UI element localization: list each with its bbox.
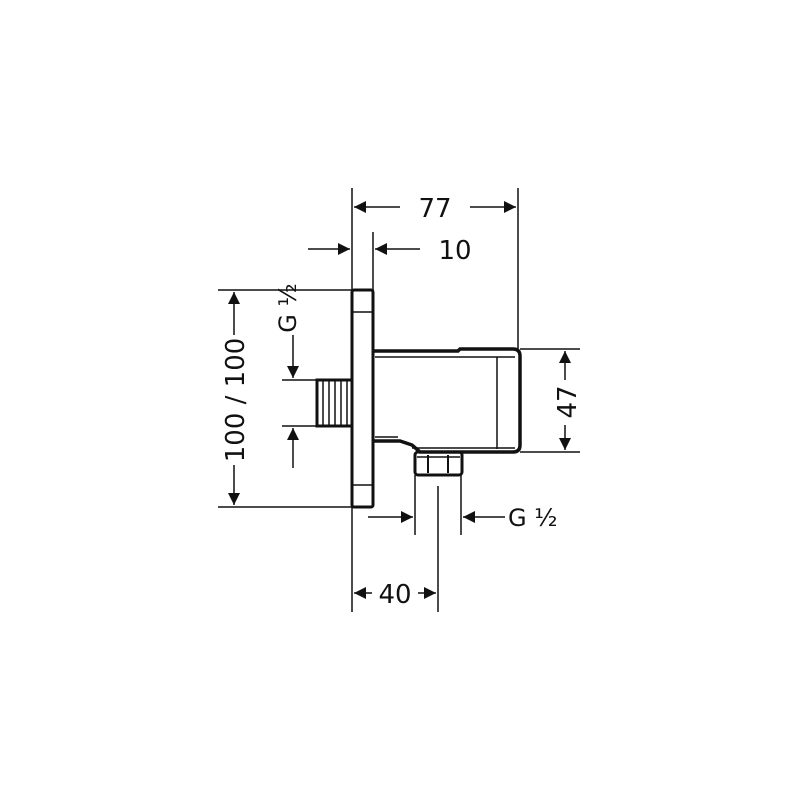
dimension-label-40: 40 xyxy=(378,580,411,610)
dimension-label-10: 10 xyxy=(438,236,471,266)
dimension-label-outlet-thread: G ½ xyxy=(508,504,558,532)
outlet-nut xyxy=(413,450,464,477)
part-outline xyxy=(315,288,522,509)
inlet-thread xyxy=(315,378,354,428)
dimension-label-100-100: 100 / 100 xyxy=(221,338,251,463)
dimension-label-47: 47 xyxy=(553,385,583,418)
dimension-label-77: 77 xyxy=(418,194,451,224)
extension-lines xyxy=(218,188,580,612)
dimension-label-inlet-thread: G ½ xyxy=(274,283,302,333)
elbow-body xyxy=(373,347,522,454)
wall-flange xyxy=(350,288,375,509)
